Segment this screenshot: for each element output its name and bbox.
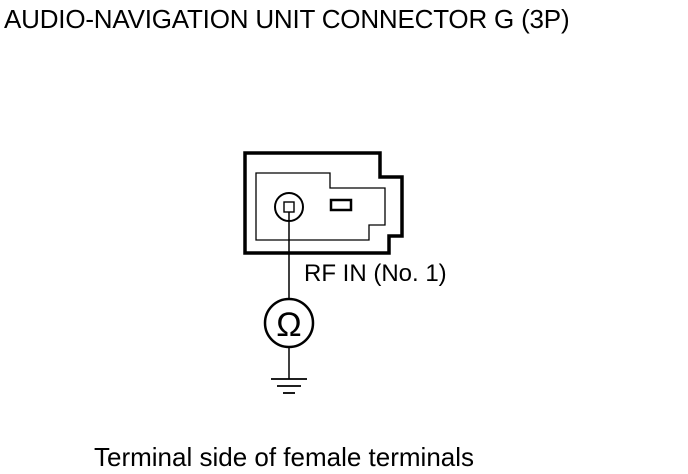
terminal-slot: [329, 198, 353, 212]
terminal-label: RF IN (No. 1): [304, 260, 447, 287]
view-caption: Terminal side of female terminals: [94, 442, 475, 472]
connector-housing-outline: [243, 151, 404, 255]
page-title: AUDIO-NAVIGATION UNIT CONNECTOR G (3P): [4, 4, 570, 34]
ohm-icon: Ω: [276, 306, 301, 344]
ground-icon: [271, 378, 307, 394]
connector-inner-outline: [255, 172, 386, 241]
rf-in-terminal-pin: [283, 201, 295, 213]
